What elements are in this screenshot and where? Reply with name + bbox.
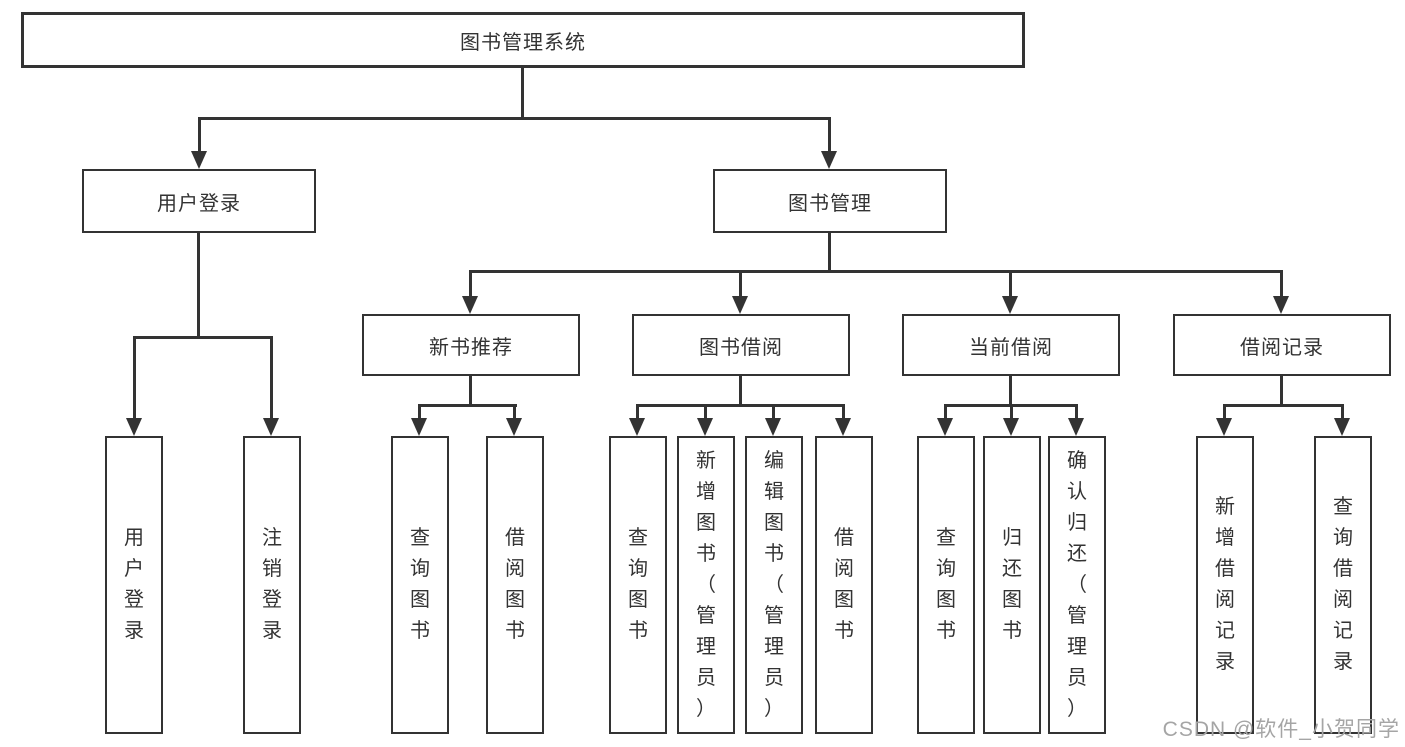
connector-line	[842, 405, 845, 419]
node-label: 图书管理系统	[460, 31, 586, 54]
connector-line	[197, 233, 200, 338]
connector-line	[1341, 405, 1344, 419]
arrow-down-icon	[835, 418, 851, 436]
leaf-recommend-query-books: 查询图书	[391, 436, 449, 734]
connector-line	[418, 405, 421, 419]
leaf-confirm-return-admin: 确认归还（管理员）	[1048, 436, 1106, 734]
leaf-label: 新增图书（管理员）	[696, 449, 716, 720]
connector-line	[1075, 405, 1078, 419]
node-label: 用户登录	[157, 192, 241, 215]
node-label: 图书管理	[788, 192, 872, 215]
arrow-down-icon	[263, 418, 279, 436]
leaf-label: 注销登录	[262, 527, 282, 642]
connector-line	[133, 336, 136, 418]
leaf-borrow-books: 借阅图书	[815, 436, 873, 734]
leaf-label: 借阅图书	[505, 527, 525, 642]
connector-line	[469, 270, 1283, 273]
arrow-down-icon	[1334, 418, 1350, 436]
connector-line	[198, 117, 201, 152]
arrow-down-icon	[126, 418, 142, 436]
node-borrow-records: 借阅记录	[1173, 314, 1391, 376]
leaf-label: 用户登录	[124, 527, 144, 642]
connector-line	[828, 117, 831, 152]
connector-line	[1223, 405, 1226, 419]
node-label: 新书推荐	[429, 336, 513, 359]
arrow-down-icon	[1216, 418, 1232, 436]
connector-line	[1280, 376, 1283, 407]
connector-line	[521, 68, 524, 119]
connector-line	[772, 405, 775, 419]
connector-line	[828, 233, 831, 273]
arrow-down-icon	[937, 418, 953, 436]
connector-line	[944, 405, 947, 419]
leaf-label: 编辑图书（管理员）	[764, 449, 784, 720]
arrow-down-icon	[1002, 296, 1018, 314]
arrow-down-icon	[765, 418, 781, 436]
connector-line	[739, 376, 742, 407]
connector-line	[418, 404, 517, 407]
arrow-down-icon	[506, 418, 522, 436]
connector-line	[739, 270, 742, 297]
node-label: 借阅记录	[1240, 336, 1324, 359]
leaf-label: 新增借阅记录	[1215, 496, 1235, 673]
arrow-down-icon	[1068, 418, 1084, 436]
arrow-down-icon	[732, 296, 748, 314]
leaf-current-query-books: 查询图书	[917, 436, 975, 734]
leaf-label: 查询图书	[936, 527, 956, 642]
leaf-label: 归还图书	[1002, 527, 1022, 642]
node-label: 当前借阅	[969, 336, 1053, 359]
node-library-system: 图书管理系统	[21, 12, 1025, 68]
leaf-edit-books-admin: 编辑图书（管理员）	[745, 436, 803, 734]
connector-line	[133, 336, 273, 339]
connector-line	[469, 376, 472, 407]
connector-line	[1009, 376, 1012, 407]
leaf-borrow-query-books: 查询图书	[609, 436, 667, 734]
connector-line	[1009, 270, 1012, 297]
node-user-login: 用户登录	[82, 169, 316, 233]
leaf-return-books: 归还图书	[983, 436, 1041, 734]
arrow-down-icon	[462, 296, 478, 314]
leaf-logout: 注销登录	[243, 436, 301, 734]
arrow-down-icon	[629, 418, 645, 436]
leaf-label: 借阅图书	[834, 527, 854, 642]
leaf-add-books-admin: 新增图书（管理员）	[677, 436, 735, 734]
leaf-label: 查询图书	[410, 527, 430, 642]
connector-line	[636, 404, 845, 407]
arrow-down-icon	[697, 418, 713, 436]
leaf-label: 查询借阅记录	[1333, 496, 1353, 673]
leaf-add-borrow-record: 新增借阅记录	[1196, 436, 1254, 734]
connector-line	[198, 117, 831, 120]
connector-line	[469, 270, 472, 297]
node-book-management: 图书管理	[713, 169, 947, 233]
connector-line	[636, 405, 639, 419]
leaf-recommend-borrow-books: 借阅图书	[486, 436, 544, 734]
node-book-borrow: 图书借阅	[632, 314, 850, 376]
node-label: 图书借阅	[699, 336, 783, 359]
arrow-down-icon	[411, 418, 427, 436]
arrow-down-icon	[821, 151, 837, 169]
connector-line	[1223, 404, 1344, 407]
connector-line	[1010, 405, 1013, 419]
leaf-user-login: 用户登录	[105, 436, 163, 734]
connector-line	[704, 405, 707, 419]
leaf-query-borrow-record: 查询借阅记录	[1314, 436, 1372, 734]
connector-line	[270, 336, 273, 418]
arrow-down-icon	[1003, 418, 1019, 436]
leaf-label: 确认归还（管理员）	[1067, 449, 1087, 720]
arrow-down-icon	[191, 151, 207, 169]
node-current-borrow: 当前借阅	[902, 314, 1120, 376]
watermark: CSDN @软件_小贺同学	[1162, 718, 1400, 741]
connector-line	[513, 405, 516, 419]
leaf-label: 查询图书	[628, 527, 648, 642]
connector-line	[1280, 270, 1283, 297]
node-new-book-recommend: 新书推荐	[362, 314, 580, 376]
arrow-down-icon	[1273, 296, 1289, 314]
